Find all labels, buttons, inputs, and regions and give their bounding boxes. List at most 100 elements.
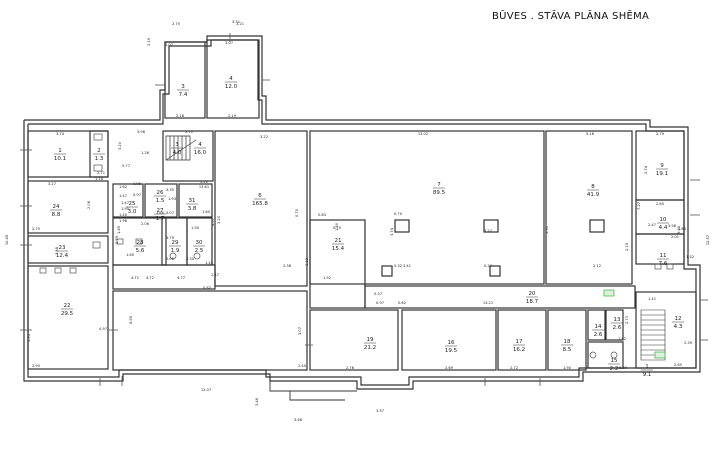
dimension-label: 1.26	[141, 151, 150, 155]
room-area: 5.6	[136, 248, 145, 254]
room-number: 1	[645, 364, 649, 370]
dimension-label: 1.82	[119, 185, 127, 189]
dimension-label: 5.16	[586, 132, 595, 136]
room-number: 6	[258, 193, 262, 199]
dimension-label: 1.60	[156, 211, 165, 215]
room-area: 2.5	[195, 248, 204, 254]
room-area: 7.6	[659, 261, 668, 267]
dimension-label: 13.02	[418, 132, 428, 136]
room-number: 2	[97, 148, 101, 154]
dimension-label: 12.57	[706, 235, 710, 245]
dimension-label: 3.12	[305, 258, 309, 266]
dimension-label: 0.97	[376, 301, 384, 305]
dimension-label: 5.77	[122, 164, 130, 168]
dimension-label: 1.45	[117, 226, 121, 234]
dimension-label: 1.96	[119, 219, 128, 223]
dimension-label: 5.22	[200, 180, 208, 184]
dimension-label: 1.60	[126, 253, 135, 257]
room-area: 4.4	[659, 225, 668, 231]
room-area: 3.8	[188, 206, 197, 212]
room-number: 27	[157, 208, 164, 214]
room-area: 15.4	[332, 246, 345, 252]
room-number: 29	[172, 240, 179, 246]
dimension-label: 1.90	[191, 226, 200, 230]
dimension-label: 2.72	[510, 366, 518, 370]
dimension-label: 3.68	[294, 418, 303, 422]
room-area: 19.5	[445, 348, 458, 354]
room-number: 13	[614, 317, 621, 323]
dimension-label: 4.71	[131, 276, 139, 280]
dimension-label: 2.05	[166, 257, 174, 261]
dimension-label: 1.41	[648, 297, 656, 301]
dimension-label: 0.89	[619, 366, 628, 370]
room-area: 12.4	[56, 253, 69, 259]
dimension-label: 2.47	[211, 273, 219, 277]
plan-title: BŪVES . STĀVA PLĀNA SHĒMA	[492, 11, 650, 22]
room-number: 25	[129, 201, 136, 207]
room-number: 3	[175, 142, 179, 148]
dimension-label: 13.61	[199, 185, 209, 189]
dimension-label: 2.15	[625, 243, 629, 251]
doors-windows	[20, 33, 708, 386]
dimension-label: 3.93	[677, 226, 681, 234]
dimension-label: 1.47	[119, 194, 127, 198]
room-r7: 789.5	[433, 182, 446, 196]
room-labels: 110.121.337.4412.034.0416.06165.8789.584…	[50, 76, 684, 378]
room-r11: 117.6	[657, 253, 669, 267]
dimension-label: 3.41	[403, 264, 411, 268]
dimension-label: 2.18	[176, 114, 185, 118]
room-r26: 261.5	[154, 190, 166, 204]
dimension-label: 2.65	[674, 363, 682, 367]
room-area: 21.2	[364, 345, 376, 351]
room-r21: 21 15.4	[332, 238, 345, 252]
dimension-label: 1.31	[545, 226, 549, 234]
dimension-label: 2.76	[346, 366, 355, 370]
room-number: 21	[335, 238, 342, 244]
dimension-label: 3.37	[376, 409, 384, 413]
dimension-label: 0.37	[374, 292, 382, 296]
room-area: 1.7	[156, 216, 165, 222]
room-number: 7	[437, 182, 441, 188]
dimension-label: 4.72	[146, 276, 154, 280]
room-area: 2.6	[613, 325, 622, 331]
dimension-label: 2.79	[656, 132, 665, 136]
dimension-label: 0.70	[333, 226, 342, 230]
dimension-label: 3.07	[225, 41, 233, 45]
room-number: 23	[59, 245, 66, 251]
room-area: 10.1	[54, 156, 66, 162]
dimension-label: 3.21	[236, 22, 244, 26]
dimension-label: 0.97	[133, 193, 141, 197]
dimension-label: 1.95	[121, 207, 129, 211]
dimension-label: 3.98	[668, 224, 677, 228]
dimension-label: 3.20	[118, 141, 122, 150]
room-area: 1.3	[95, 156, 104, 162]
room-r27: 271.7	[154, 208, 166, 222]
dimension-label: 3.58	[55, 246, 59, 255]
dimension-label: 1.65	[678, 227, 686, 231]
room-number: 19	[367, 337, 374, 343]
room-number: 9	[660, 163, 664, 169]
room-r13: 132.6	[611, 317, 623, 331]
dimension-label: 3.22	[260, 135, 268, 139]
dimension-label: 2.74	[644, 165, 648, 174]
dimension-label: 4.57	[211, 218, 215, 226]
dimension-label: 2.71	[185, 130, 193, 134]
room-area: 2.2	[610, 366, 619, 372]
dimension-label: 1.95	[133, 182, 141, 186]
dimension-label: 2.73	[625, 316, 629, 324]
room-number: 4	[229, 76, 233, 82]
room-r28: 285.6	[134, 240, 146, 254]
dimension-label: 1.92	[323, 276, 331, 280]
dimension-label: 2.38	[283, 264, 292, 268]
room-number: 28	[137, 240, 144, 246]
room-area: 9.1	[643, 372, 652, 378]
room-number: 30	[196, 240, 203, 246]
dimension-label: 3.74	[56, 132, 65, 136]
dimension-label: 0.62	[398, 301, 406, 305]
room-r24: 248.8	[50, 204, 62, 218]
